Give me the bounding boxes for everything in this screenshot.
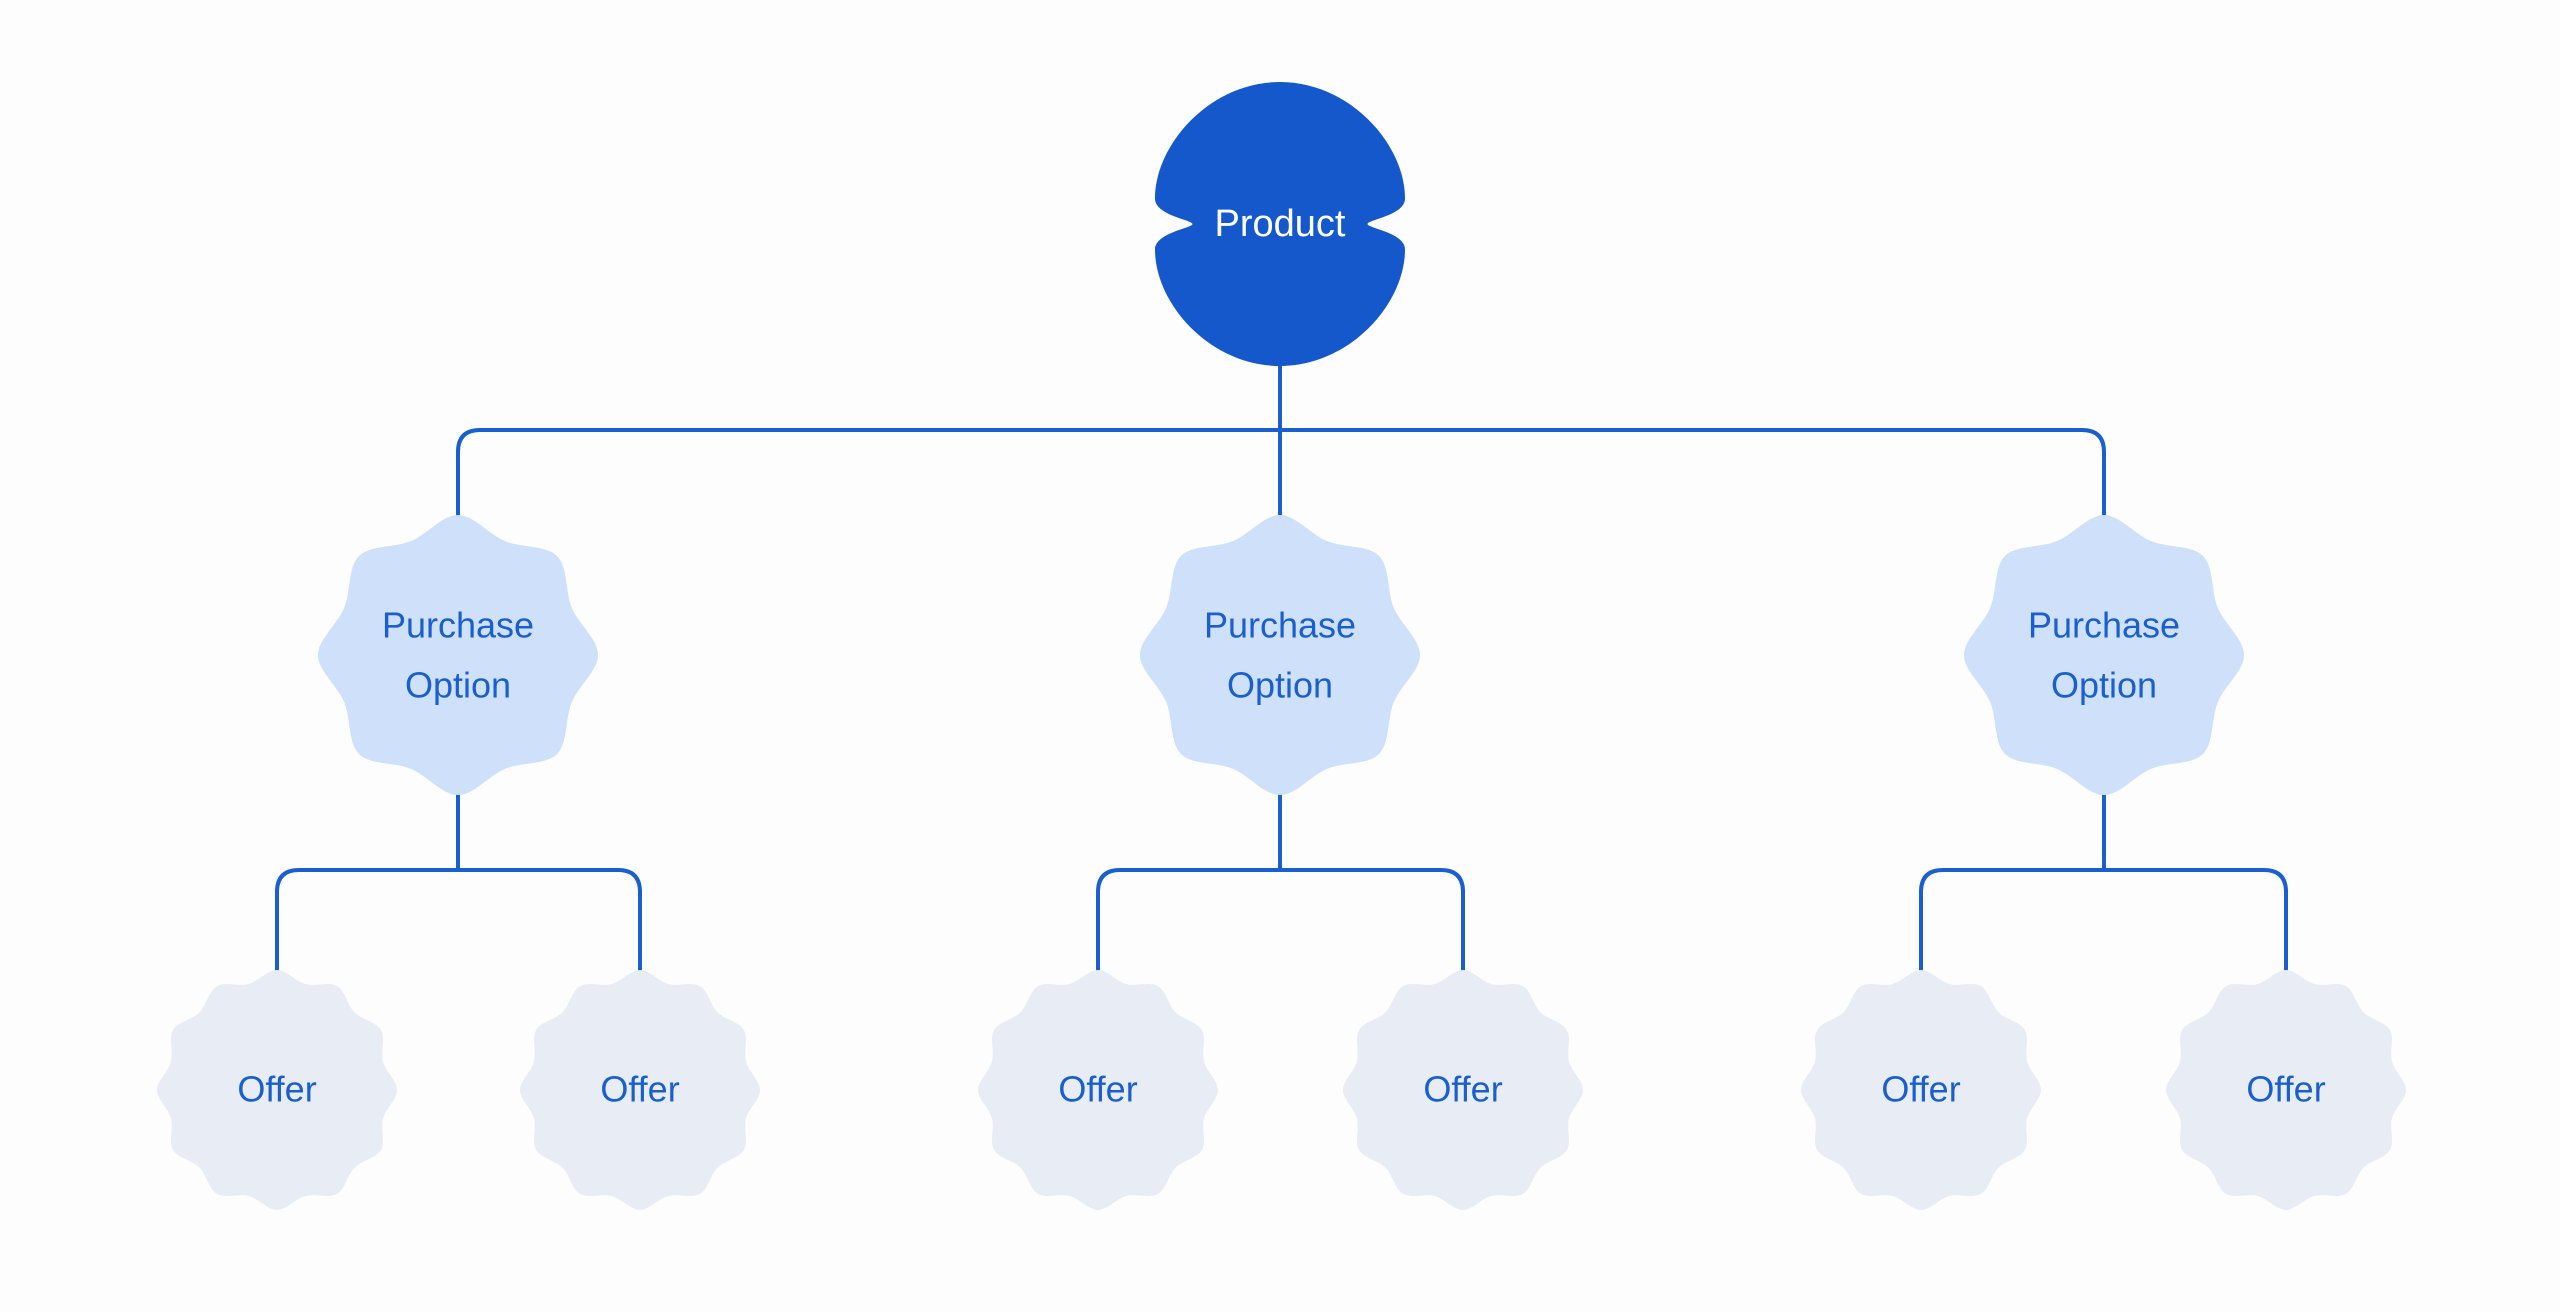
offer-scallop-shape <box>978 970 1218 1210</box>
node-product[interactable] <box>1155 82 1405 366</box>
node-purchase-option-2[interactable] <box>1140 515 1420 795</box>
offer-scallop-shape <box>1801 970 2041 1210</box>
node-offer-6[interactable] <box>2166 970 2406 1210</box>
offer-1-label: Offer <box>237 1069 316 1110</box>
offer-scallop-shape <box>157 970 397 1210</box>
offer-scallop-shape <box>520 970 760 1210</box>
offer-2-label: Offer <box>600 1069 679 1110</box>
product-label: Product <box>1215 203 1346 245</box>
product-blob-shape <box>1155 82 1405 366</box>
purchase-option-blob-shape <box>318 515 598 795</box>
node-offer-4[interactable] <box>1343 970 1583 1210</box>
node-offer-1[interactable] <box>157 970 397 1210</box>
offer-3-label: Offer <box>1058 1069 1137 1110</box>
node-purchase-option-3[interactable] <box>1964 515 2244 795</box>
offer-scallop-shape <box>2166 970 2406 1210</box>
option-1-to-offers-bus <box>275 868 642 972</box>
purchase-option-1-label-line2: Option <box>405 665 511 706</box>
purchase-option-3-label-line1: Purchase <box>2028 605 2180 646</box>
option-2-to-offers-bus <box>1096 868 1465 972</box>
offer-4-label: Offer <box>1423 1069 1502 1110</box>
purchase-option-1-label-line1: Purchase <box>382 605 534 646</box>
connectors-layer <box>275 342 2288 972</box>
node-offer-5[interactable] <box>1801 970 2041 1210</box>
purchase-option-blob-shape <box>1964 515 2244 795</box>
node-offer-2[interactable] <box>520 970 760 1210</box>
node-purchase-option-1[interactable] <box>318 515 598 795</box>
node-offer-3[interactable] <box>978 970 1218 1210</box>
offer-6-label: Offer <box>2246 1069 2325 1110</box>
offer-scallop-shape <box>1343 970 1583 1210</box>
purchase-option-2-label-line1: Purchase <box>1204 605 1356 646</box>
purchase-option-3-label-line2: Option <box>2051 665 2157 706</box>
option-3-to-offers-bus <box>1919 868 2288 972</box>
offer-5-label: Offer <box>1881 1069 1960 1110</box>
purchase-option-blob-shape <box>1140 515 1420 795</box>
purchase-option-2-label-line2: Option <box>1227 665 1333 706</box>
